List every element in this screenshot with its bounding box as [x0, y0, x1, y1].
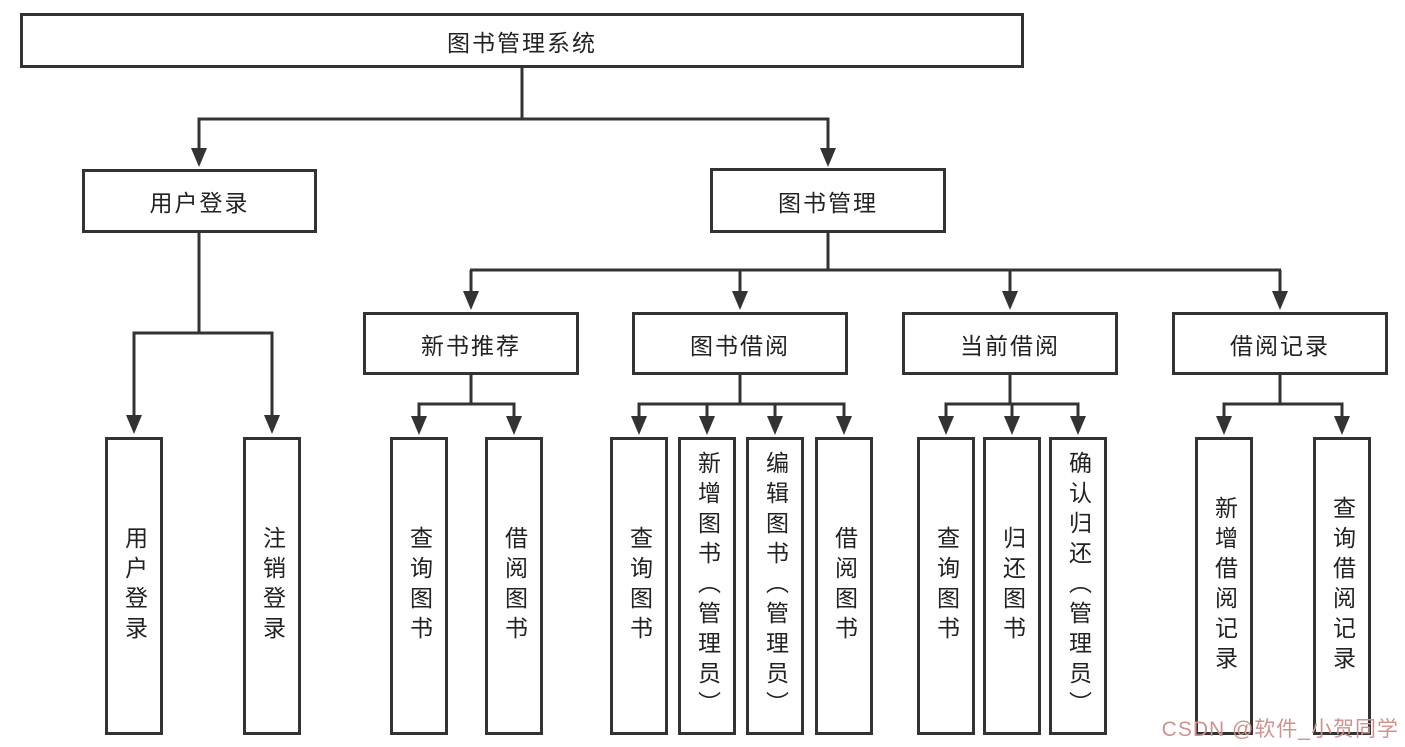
node-label: 当前借阅: [960, 332, 1060, 359]
node-label: 归还图书: [999, 526, 1026, 646]
node-library-management-system: 图书管理系统: [20, 13, 1024, 68]
leaf-query-borrow-record: 查询借阅记录: [1313, 437, 1371, 735]
node-label: 确认归还（管理员）: [1065, 451, 1092, 721]
leaf-user-login: 用户登录: [105, 437, 163, 735]
leaf-query-book-current: 查询图书: [917, 437, 975, 735]
leaf-borrow-book-recommend: 借阅图书: [485, 437, 543, 735]
node-label: 新增借阅记录: [1211, 496, 1238, 676]
node-label: 新书推荐: [421, 332, 521, 359]
watermark: CSDN @软件_小贺同学: [1161, 718, 1399, 741]
node-book-borrow: 图书借阅: [632, 312, 848, 375]
node-label: 用户登录: [149, 190, 250, 216]
node-label: 查询图书: [626, 526, 653, 646]
node-label: 图书借阅: [690, 332, 790, 359]
node-label: 借阅记录: [1230, 332, 1330, 359]
node-label: 注销登录: [259, 526, 286, 646]
leaf-add-borrow-record: 新增借阅记录: [1195, 437, 1253, 735]
node-borrow-records: 借阅记录: [1172, 312, 1388, 375]
node-label: 新增图书（管理员）: [694, 451, 721, 721]
connector-book-borrow-to-leaves: [631, 375, 852, 435]
leaf-query-book-recommend: 查询图书: [390, 437, 448, 735]
node-label: 图书管理系统: [447, 29, 597, 56]
node-user-login: 用户登录: [82, 169, 317, 233]
node-label: 借阅图书: [831, 526, 858, 646]
connector-current-borrow-to-leaves: [938, 375, 1086, 435]
connector-borrow-records-to-leaves: [1216, 375, 1350, 435]
leaf-edit-book-admin: 编辑图书（管理员）: [746, 437, 804, 735]
connector-new-book-recommend-to-leaves: [411, 375, 522, 435]
node-label: 用户登录: [121, 526, 148, 646]
node-current-borrow: 当前借阅: [902, 312, 1118, 375]
node-label: 查询借阅记录: [1329, 496, 1356, 676]
node-label: 查询图书: [406, 526, 433, 646]
leaf-confirm-return-admin: 确认归还（管理员）: [1049, 437, 1107, 735]
leaf-borrow-book: 借阅图书: [815, 437, 873, 735]
leaf-return-book: 归还图书: [983, 437, 1041, 735]
leaf-query-book-borrow: 查询图书: [610, 437, 668, 735]
connector-root-to-level2: [191, 68, 836, 167]
leaf-logout: 注销登录: [243, 437, 301, 735]
node-label: 查询图书: [933, 526, 960, 646]
node-label: 图书管理: [778, 189, 878, 216]
node-label: 编辑图书（管理员）: [762, 451, 789, 721]
node-new-book-recommend: 新书推荐: [363, 312, 579, 375]
node-book-management: 图书管理: [710, 168, 946, 233]
connector-book-management-to-level3: [463, 233, 1288, 310]
leaf-add-book-admin: 新增图书（管理员）: [678, 437, 736, 735]
connector-user-login-to-leaves: [126, 233, 280, 434]
node-label: 借阅图书: [501, 526, 528, 646]
